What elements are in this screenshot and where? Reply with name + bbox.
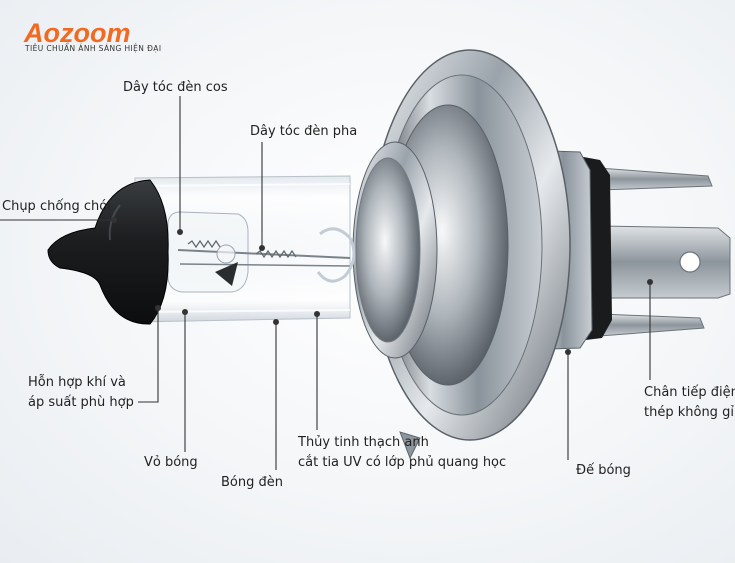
- dot-quartz: [314, 311, 320, 317]
- reflector-cup: [352, 141, 438, 359]
- dot-base: [565, 349, 571, 355]
- label-bulb-shell: Vỏ bóng: [144, 455, 198, 470]
- callout-labels: Dây tóc đèn cos Dây tóc đèn pha Chụp chố…: [2, 80, 735, 490]
- dot-shell: [182, 309, 188, 315]
- dot-gas: [155, 305, 161, 311]
- label-low-beam-filament: Dây tóc đèn cos: [123, 80, 228, 95]
- leader-gas: [138, 308, 159, 403]
- brand-logo: Aozoom TIÊU CHUẨN ÁNH SÁNG HIỆN ĐẠI: [23, 18, 161, 53]
- dot-high-beam: [259, 245, 265, 251]
- brand-tagline: TIÊU CHUẨN ÁNH SÁNG HIỆN ĐẠI: [24, 43, 161, 53]
- dot-glass: [273, 319, 279, 325]
- filament-assembly: [167, 211, 356, 293]
- label-high-beam-filament: Dây tóc đèn pha: [250, 124, 357, 139]
- brand-name: Aozoom: [23, 18, 130, 48]
- label-gas-mix-line1: Hỗn hợp khí và: [28, 375, 126, 390]
- label-terminal-line2: thép không gỉ: [644, 405, 734, 420]
- dot-terminal: [647, 279, 653, 285]
- label-terminal-line1: Chân tiếp điện: [644, 385, 735, 400]
- dot-cap: [111, 217, 117, 223]
- label-quartz-line1: Thủy tinh thạch anh: [297, 435, 429, 450]
- label-quartz-line2: cắt tia UV có lớp phủ quang học: [298, 455, 506, 470]
- label-bulb-glass: Bóng đèn: [221, 475, 283, 490]
- leader-lines: [0, 96, 653, 470]
- label-base: Đế bóng: [576, 463, 631, 478]
- label-gas-mix-line2: áp suất phù hợp: [28, 395, 134, 410]
- dot-low-beam: [177, 229, 183, 235]
- terminal-pins: [597, 167, 731, 337]
- label-anti-glare-cap: Chụp chống chói: [2, 199, 111, 214]
